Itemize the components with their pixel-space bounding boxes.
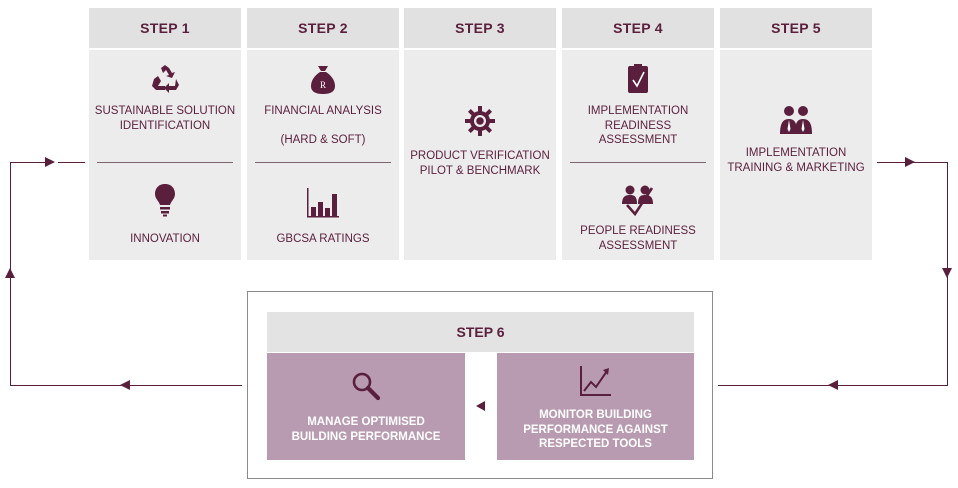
step-1-column: STEP 1 SUSTAINABLE SOLUTION IDENTIFICATI… — [89, 8, 241, 260]
step-2-header: STEP 2 — [247, 8, 399, 48]
arrow-left-icon — [120, 380, 130, 390]
left-loop-stub — [58, 162, 85, 163]
step-6-header: STEP 6 — [267, 312, 694, 352]
svg-text:R: R — [320, 80, 326, 90]
step-6-right-label: MONITOR BUILDING PERFORMANCE AGAINST RES… — [523, 409, 668, 450]
step-2-column: STEP 2 R FINANCIAL ANALYSIS (HARD & SOFT… — [247, 8, 399, 260]
step-2-item-1-sub: (HARD & SOFT) — [280, 134, 366, 146]
step-2-panel: R FINANCIAL ANALYSIS (HARD & SOFT) GBCSA… — [247, 50, 399, 260]
step-6-left-box: MANAGE OPTIMISED BUILDING PERFORMANCE — [267, 353, 465, 460]
business-people-icon — [780, 106, 812, 134]
magnifier-icon — [352, 372, 381, 401]
step-1-item-1-label: SUSTAINABLE SOLUTION IDENTIFICATION — [94, 105, 236, 132]
arrow-right-icon — [905, 157, 915, 167]
step-5-panel: IMPLEMENTATION TRAINING & MARKETING — [720, 50, 872, 260]
step-3-column: STEP 3 PRODUCT VERIFICATION PILOT & BENC… — [404, 8, 556, 260]
step-5-header: STEP 5 — [720, 8, 872, 48]
money-bag-icon: R — [311, 66, 335, 94]
step-1-item-2-label: INNOVATION — [130, 233, 200, 245]
step-3-header: STEP 3 — [404, 8, 556, 48]
left-loop-top-line — [10, 162, 48, 163]
arrow-right-icon — [45, 157, 55, 167]
step-3-item-1-label: PRODUCT VERIFICATION PILOT & BENCHMARK — [410, 150, 550, 177]
step-4-item-2-label: PEOPLE READINESS ASSESSMENT — [580, 225, 696, 252]
bar-chart-icon — [307, 188, 339, 218]
recycle-icon — [152, 65, 179, 93]
gear-icon — [465, 106, 495, 136]
step-1-panel: SUSTAINABLE SOLUTION IDENTIFICATION INNO… — [89, 50, 241, 260]
step-5-column: STEP 5 IMPLEMENTATION TRAINING & MARKETI… — [720, 8, 872, 260]
step-6-frame — [247, 291, 713, 479]
step-6-right-box: MONITOR BUILDING PERFORMANCE AGAINST RES… — [497, 353, 694, 460]
step-1-header: STEP 1 — [89, 8, 241, 48]
arrow-left-icon — [476, 401, 485, 411]
clipboard-check-icon — [628, 64, 648, 93]
arrow-down-icon — [942, 268, 952, 278]
step-4-item-1-label: IMPLEMENTATION READINESS ASSESSMENT — [587, 105, 689, 146]
arrow-left-icon — [828, 380, 838, 390]
step-2-divider — [255, 162, 391, 163]
lightbulb-icon — [155, 184, 175, 217]
step-2-item-2-label: GBCSA RATINGS — [276, 233, 370, 245]
trend-chart-icon — [579, 366, 611, 396]
step-3-panel: PRODUCT VERIFICATION PILOT & BENCHMARK — [404, 50, 556, 260]
step-2-item-1-label: FINANCIAL ANALYSIS — [264, 105, 382, 117]
step-6-left-label: MANAGE OPTIMISED BUILDING PERFORMANCE — [291, 416, 441, 443]
step-1-divider — [97, 162, 233, 163]
step-4-panel: IMPLEMENTATION READINESS ASSESSMENT PEOP… — [562, 50, 714, 260]
step-4-divider — [570, 162, 706, 163]
people-check-icon — [622, 185, 654, 216]
step-4-column: STEP 4 IMPLEMENTATION READINESS ASSESSME… — [562, 8, 714, 260]
arrow-up-icon — [5, 268, 15, 278]
step-5-item-1-label: IMPLEMENTATION TRAINING & MARKETING — [727, 147, 865, 174]
step-4-header: STEP 4 — [562, 8, 714, 48]
